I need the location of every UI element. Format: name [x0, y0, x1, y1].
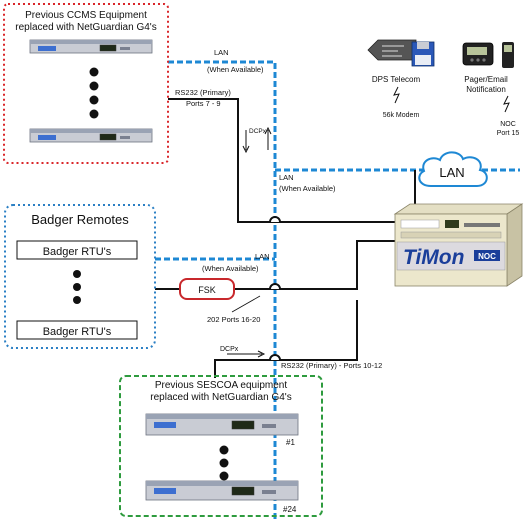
timon-brand: TiMon — [403, 246, 464, 269]
ccms-title-line2: replaced with NetGuardian G4's — [15, 22, 156, 33]
hop-1 — [269, 216, 281, 223]
lan-cloud: LAN — [418, 151, 488, 187]
ellipsis-dot — [219, 471, 229, 481]
line-hops — [269, 216, 281, 361]
ellipsis-dot — [89, 67, 99, 77]
ellipsis-dot — [73, 283, 81, 291]
fsk-box — [179, 278, 235, 300]
ccms-group: Previous CCMS Equipment replaced with Ne… — [3, 3, 169, 164]
noc-label-line1: NOC — [500, 121, 516, 128]
black-lines — [155, 98, 416, 378]
timon-noc-device: TiMon NOC — [393, 203, 524, 287]
dcpx-arrowhead-right — [257, 350, 266, 358]
pager-label-line2: Notification — [466, 85, 506, 94]
lan-top-label-line2: (When Available) — [207, 65, 264, 74]
sescoa-unit-first-label: #1 — [286, 438, 295, 447]
lan-top-label-line1: LAN — [214, 48, 229, 57]
ccms-box — [3, 3, 169, 164]
rs232-bottom-label: RS232 (Primary) - Ports 10-12 — [281, 361, 382, 370]
dcpx-arrowhead-down — [242, 145, 250, 154]
badger-title: Badger Remotes — [31, 212, 129, 227]
ellipsis-dot — [73, 296, 81, 304]
sescoa-unit-bottom — [145, 480, 299, 501]
sescoa-title-line2: replaced with NetGuardian G4's — [150, 392, 291, 403]
ellipsis-dot — [89, 95, 99, 105]
sescoa-title-line1: Previous SESCOA equipment — [155, 380, 288, 391]
lan-left-label-line2: (When Available) — [202, 264, 259, 273]
lan-mid-label-line1: LAN — [279, 173, 294, 182]
fsk-line — [155, 240, 395, 290]
ellipsis-dot — [73, 270, 81, 278]
pager-icon — [462, 42, 494, 66]
netguardian-unit-top — [29, 39, 153, 54]
lan-left-label-line1: LAN — [255, 252, 270, 261]
ellipsis-dot — [219, 458, 229, 468]
phone-icon — [502, 42, 514, 68]
dcpx-arrows — [227, 126, 272, 358]
modem-label: 56k Modem — [383, 112, 420, 119]
dcpx-arrowhead-up — [264, 126, 272, 135]
pager-label-line1: Pager/Email — [464, 75, 508, 84]
dcpx-bottom-label: DCPx — [220, 346, 239, 353]
dps-telecom-icon — [367, 39, 435, 67]
noc-label-line2: Port 15 — [497, 130, 520, 137]
ports-202-label: 202 Ports 16-20 — [207, 315, 260, 324]
sescoa-unit-top — [145, 413, 299, 436]
lan-lines — [155, 60, 520, 520]
dcpx-vertical-label: DCPx — [249, 128, 267, 135]
rs232-bottom-line — [214, 300, 358, 378]
rs232-top-label-line1: RS232 (Primary) — [175, 88, 231, 97]
ellipsis-dot — [219, 445, 229, 455]
badger-box — [4, 204, 156, 349]
hop-3 — [269, 354, 281, 361]
rs232-top-label-line2: Ports 7 - 9 — [186, 99, 221, 108]
rs232-top-line — [168, 98, 395, 223]
hop-2 — [269, 283, 281, 290]
badger-rtu-top-box — [16, 240, 138, 260]
sescoa-group: Previous SESCOA equipment replaced with … — [119, 375, 323, 517]
lan-mid-label-line2: (When Available) — [279, 184, 336, 193]
timon-noc-badge-box — [474, 250, 500, 261]
badger-rtu-bottom-box — [16, 320, 138, 340]
sescoa-unit-last-label: #24 — [283, 505, 297, 514]
ellipsis-dot — [89, 81, 99, 91]
dps-telecom-label: DPS Telecom — [372, 75, 421, 84]
modem-link-icon — [393, 86, 400, 104]
badger-rtu-bottom: Badger RTU's — [43, 326, 112, 338]
timon-noc-badge: NOC — [478, 252, 496, 261]
lan-cloud-label: LAN — [439, 165, 464, 180]
badger-group: Badger Remotes Badger RTU's Badger RTU's — [4, 204, 156, 349]
fsk-label: FSK — [198, 285, 216, 295]
ccms-title-line1: Previous CCMS Equipment — [25, 10, 147, 21]
netguardian-unit-bottom — [29, 128, 153, 143]
ports-202-pointer — [231, 295, 261, 313]
ellipsis-dot — [89, 109, 99, 119]
noc-link-icon — [503, 95, 510, 113]
badger-rtu-top: Badger RTU's — [43, 246, 112, 258]
